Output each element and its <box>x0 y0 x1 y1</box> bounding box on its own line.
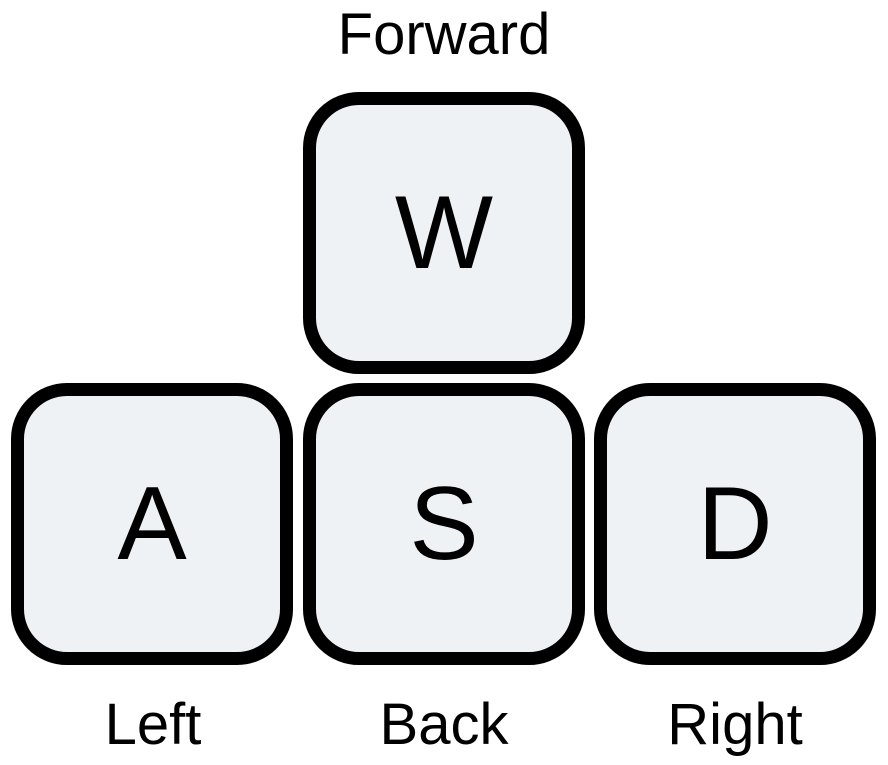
back-label: Back <box>379 692 509 757</box>
right-label: Right <box>667 692 803 757</box>
d-key-letter: D <box>697 466 773 582</box>
s-key-letter: S <box>409 466 479 582</box>
left-label: Left <box>104 692 202 757</box>
w-key-letter: W <box>394 175 494 291</box>
s-key[interactable]: S <box>303 383 585 665</box>
a-key[interactable]: A <box>11 383 293 665</box>
d-key[interactable]: D <box>594 383 876 665</box>
forward-label: Forward <box>337 2 551 67</box>
w-key[interactable]: W <box>303 92 585 374</box>
a-key-letter: A <box>117 466 187 582</box>
